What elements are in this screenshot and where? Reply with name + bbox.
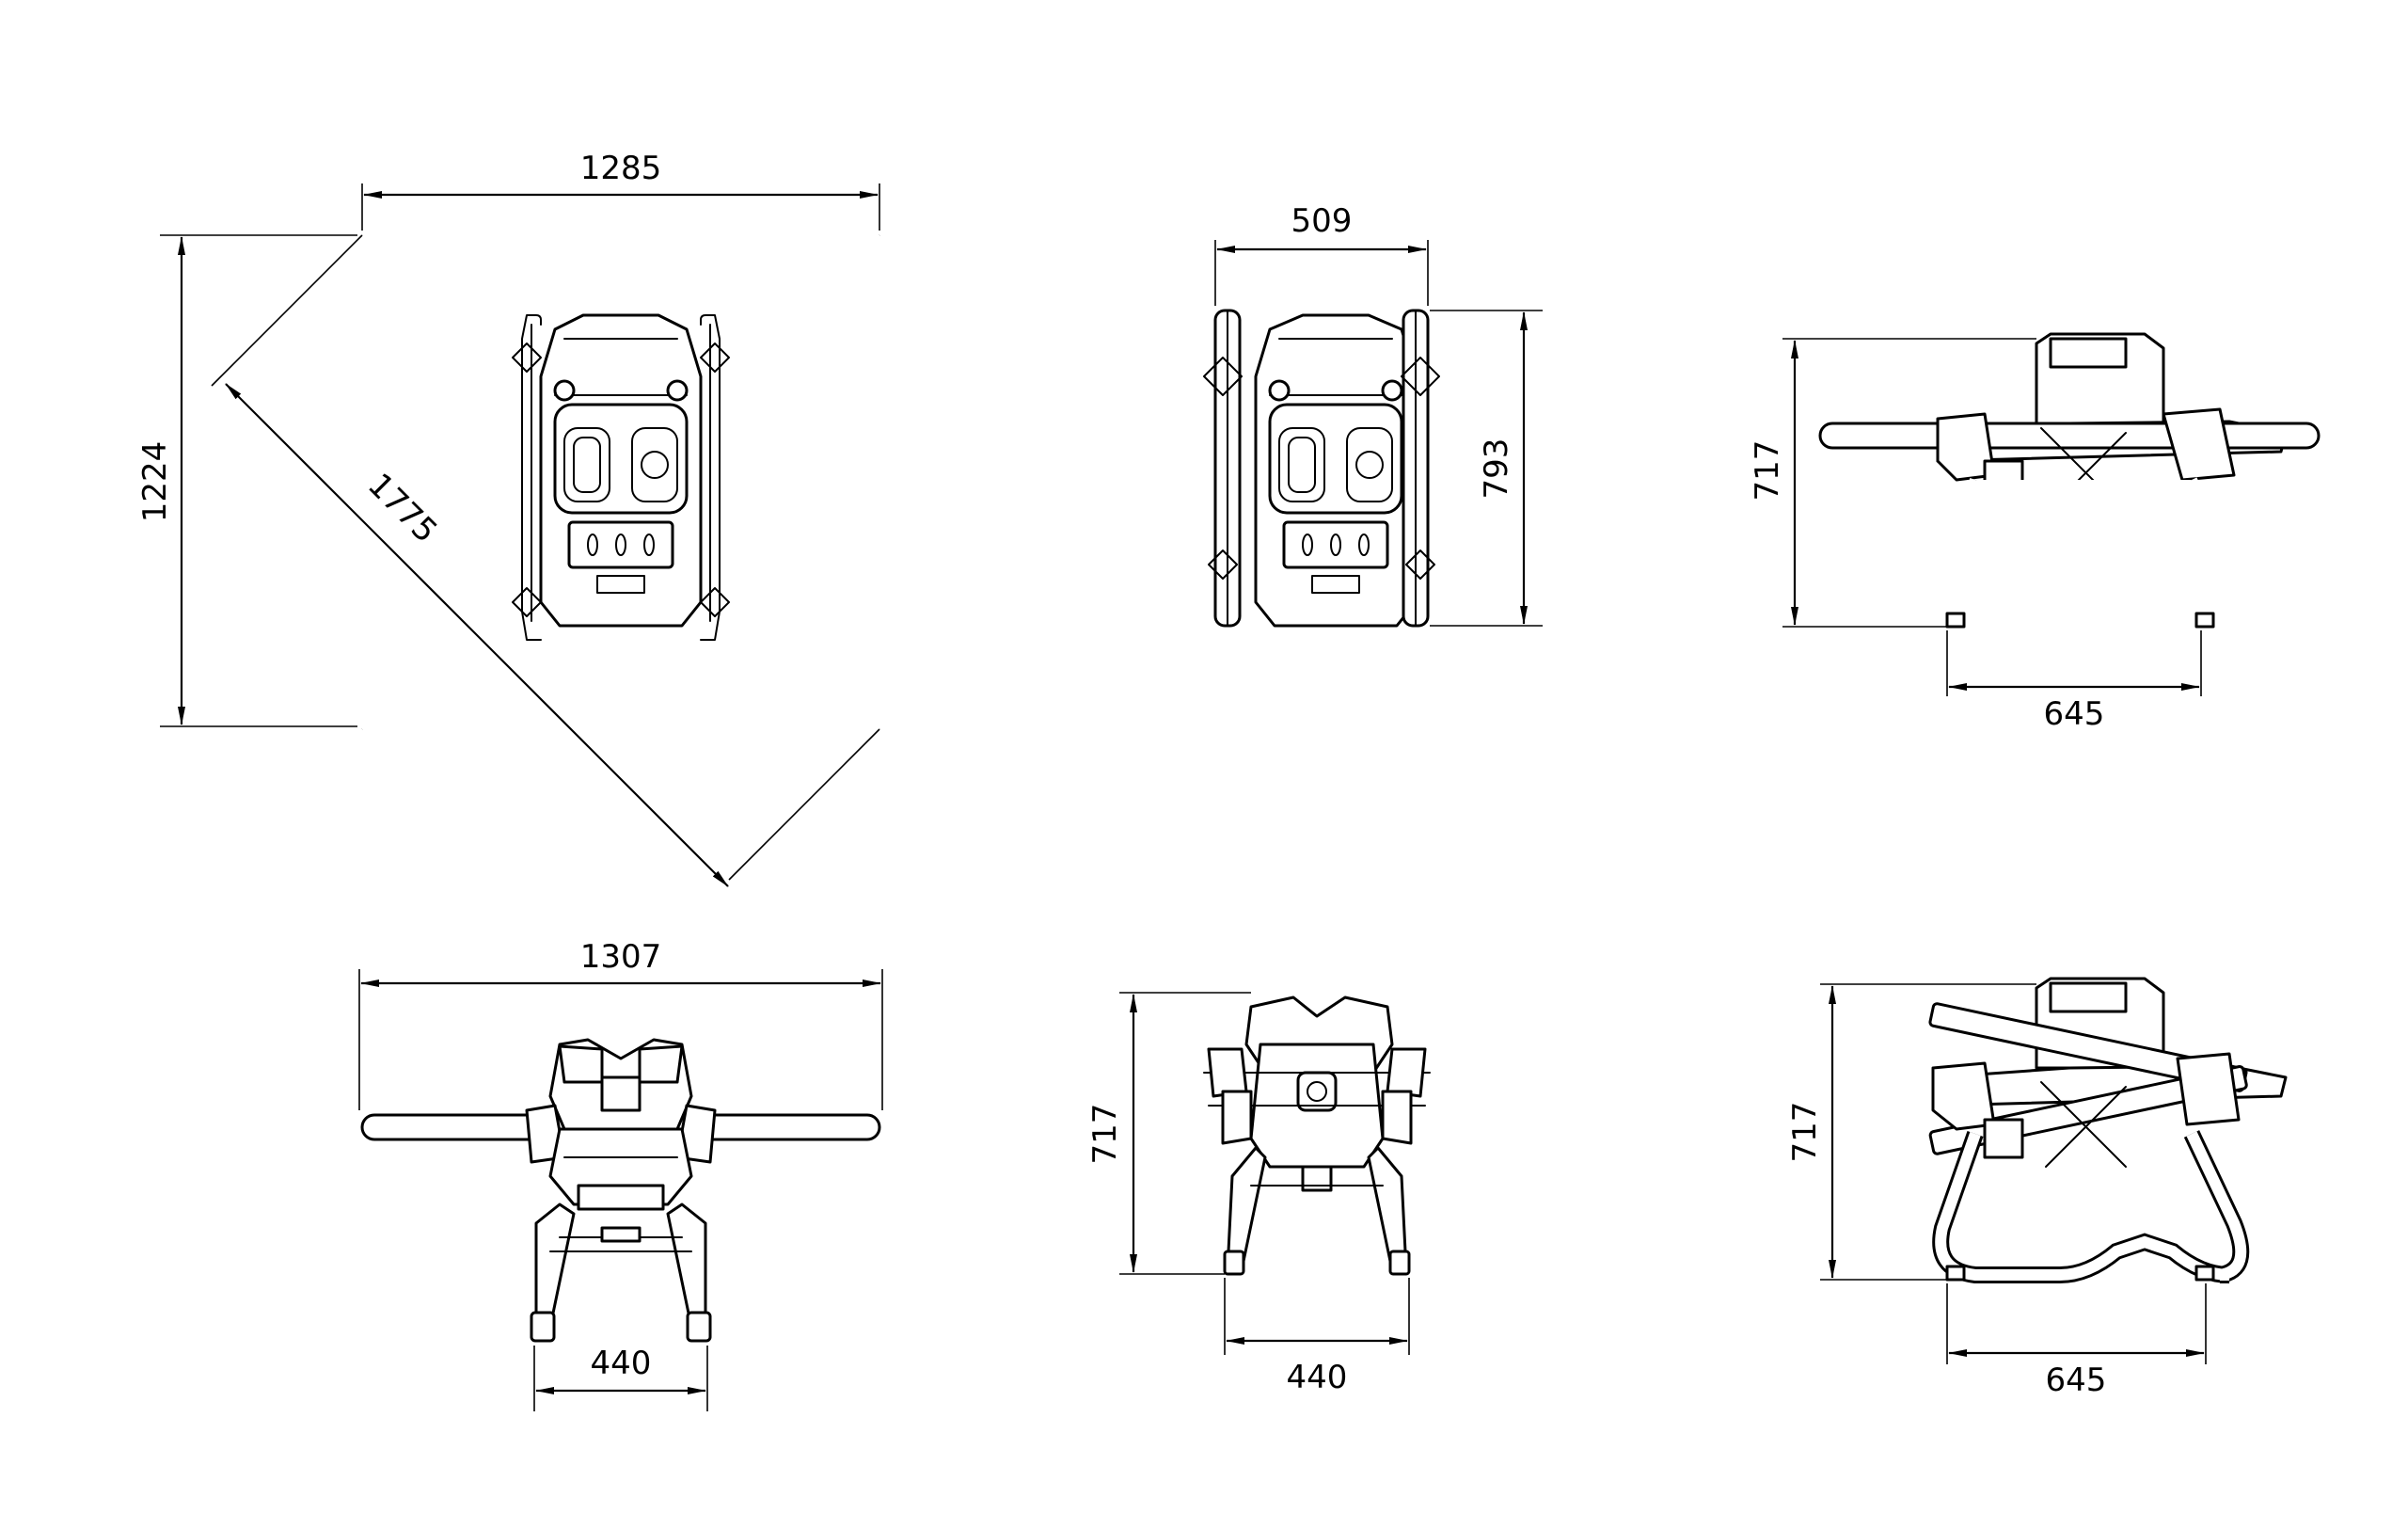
side-view-folded-height-label: 717 bbox=[1749, 440, 1786, 502]
folded-top-view: 509 793 bbox=[1203, 202, 1543, 628]
side-view-base-dimension: 645 bbox=[1946, 1283, 2207, 1399]
front-view-leg-label: 440 bbox=[591, 1345, 652, 1382]
top-view-body bbox=[512, 313, 730, 641]
side-view-body bbox=[1928, 977, 2288, 1283]
top-view-height-label: 1224 bbox=[136, 441, 174, 523]
side-view-height-label: 717 bbox=[1786, 1102, 1824, 1163]
folded-top-view-height-label: 793 bbox=[1478, 438, 1515, 500]
side-view-folded-body bbox=[1818, 332, 2321, 629]
side-view-folded: 717 645 bbox=[1749, 332, 2321, 733]
front-view-folded-height-dimension: 717 bbox=[1086, 992, 1251, 1275]
front-view-body bbox=[360, 1038, 881, 1343]
side-view-folded-base-label: 645 bbox=[2044, 695, 2105, 733]
folded-top-view-width-label: 509 bbox=[1291, 202, 1353, 240]
top-view-width-dimension: 1285 bbox=[361, 150, 880, 231]
front-view-folded: 717 440 bbox=[1086, 992, 1431, 1396]
folded-top-view-width-dimension: 509 bbox=[1214, 202, 1429, 306]
top-view: 1285 1224 1775 bbox=[136, 150, 884, 887]
top-view-width-label: 1285 bbox=[580, 150, 662, 187]
side-view: 717 645 bbox=[1786, 977, 2288, 1399]
front-view-folded-leg-dimension: 440 bbox=[1224, 1278, 1410, 1396]
side-view-height-dimension: 717 bbox=[1786, 983, 2036, 1281]
side-view-folded-height-dimension: 717 bbox=[1749, 338, 2036, 628]
front-view-folded-body bbox=[1203, 995, 1431, 1276]
top-view-diagonal-label: 1775 bbox=[360, 466, 444, 549]
front-view-folded-leg-label: 440 bbox=[1287, 1359, 1348, 1396]
folded-top-view-height-dimension: 793 bbox=[1430, 310, 1543, 627]
folded-top-view-body bbox=[1203, 309, 1440, 628]
front-view: 1307 440 bbox=[358, 938, 883, 1411]
top-view-height-dimension: 1224 bbox=[136, 234, 357, 727]
side-view-base-label: 645 bbox=[2046, 1362, 2107, 1399]
front-view-span-label: 1307 bbox=[580, 938, 662, 976]
side-view-folded-base-dimension: 645 bbox=[1946, 630, 2202, 733]
front-view-span-dimension: 1307 bbox=[358, 938, 883, 1110]
front-view-folded-height-label: 717 bbox=[1086, 1104, 1124, 1165]
front-view-leg-dimension: 440 bbox=[533, 1345, 708, 1411]
